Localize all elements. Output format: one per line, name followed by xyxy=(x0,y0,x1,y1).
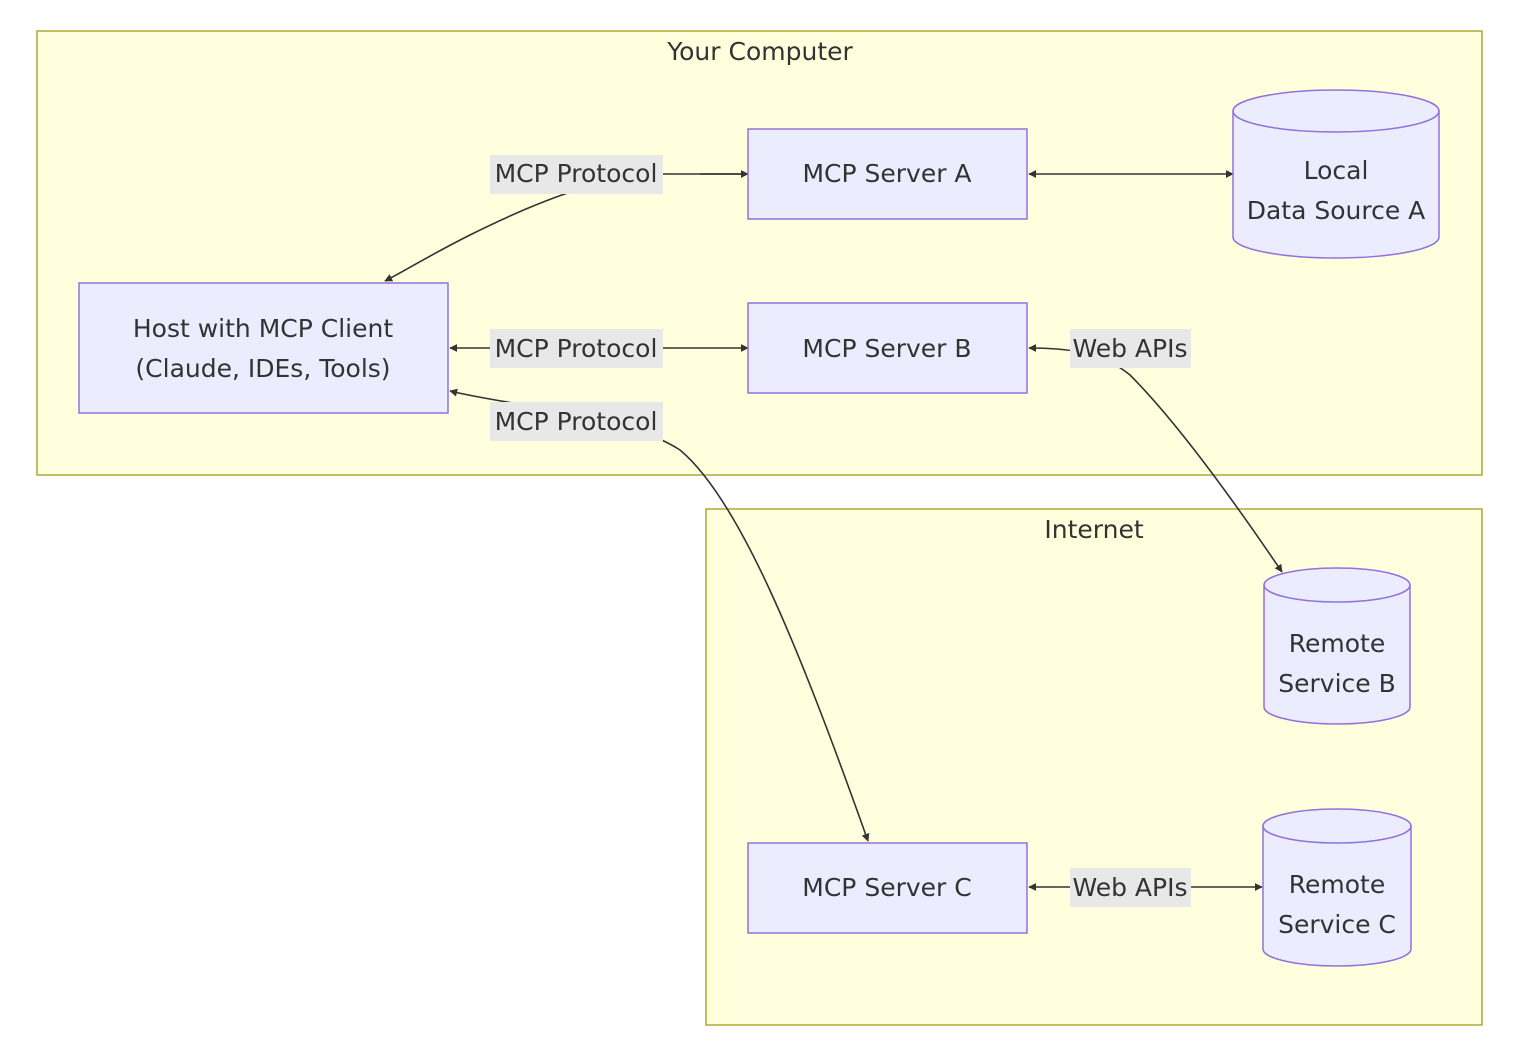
server-b-label: MCP Server B xyxy=(802,334,971,363)
cluster-title-your-computer: Your Computer xyxy=(666,37,853,66)
node-local-data-source-a: Local Data Source A xyxy=(1232,89,1440,259)
remote-b-label-line2: Service B xyxy=(1278,669,1396,698)
local-a-label-line2: Data Source A xyxy=(1247,196,1426,225)
edge-label-text: MCP Protocol xyxy=(495,334,658,363)
remote-b-label-line1: Remote xyxy=(1289,629,1385,658)
node-mcp-server-b: MCP Server B xyxy=(747,302,1028,394)
edge-server-b-remote-b xyxy=(1028,344,1283,573)
node-remote-service-c: Remote Service C xyxy=(1262,808,1412,967)
local-a-label-line1: Local xyxy=(1304,156,1369,185)
host-label-line2: (Claude, IDEs, Tools) xyxy=(135,354,390,383)
edge-label-server-b-remote-b: Web APIs xyxy=(1070,329,1191,368)
node-mcp-server-a: MCP Server A xyxy=(747,128,1028,220)
remote-c-label-line2: Service C xyxy=(1278,910,1396,939)
node-mcp-server-c: MCP Server C xyxy=(747,842,1028,934)
edge-label-host-server-a: MCP Protocol xyxy=(490,155,663,194)
remote-c-label-line1: Remote xyxy=(1289,870,1385,899)
server-a-label: MCP Server A xyxy=(802,159,971,188)
edge-label-text: Web APIs xyxy=(1072,334,1187,363)
edge-label-text: MCP Protocol xyxy=(495,407,658,436)
edge-label-host-server-c: MCP Protocol xyxy=(490,402,663,441)
cluster-title-internet: Internet xyxy=(1044,515,1143,544)
host-label-line1: Host with MCP Client xyxy=(133,314,393,343)
node-host-with-mcp-client: Host with MCP Client (Claude, IDEs, Tool… xyxy=(78,282,449,414)
node-remote-service-b: Remote Service B xyxy=(1263,567,1411,725)
edge-label-host-server-b: MCP Protocol xyxy=(490,329,663,368)
edge-label-text: MCP Protocol xyxy=(495,159,658,188)
edge-label-text: Web APIs xyxy=(1072,873,1187,902)
server-c-label: MCP Server C xyxy=(802,873,971,902)
edge-label-server-c-remote-c: Web APIs xyxy=(1070,868,1191,907)
